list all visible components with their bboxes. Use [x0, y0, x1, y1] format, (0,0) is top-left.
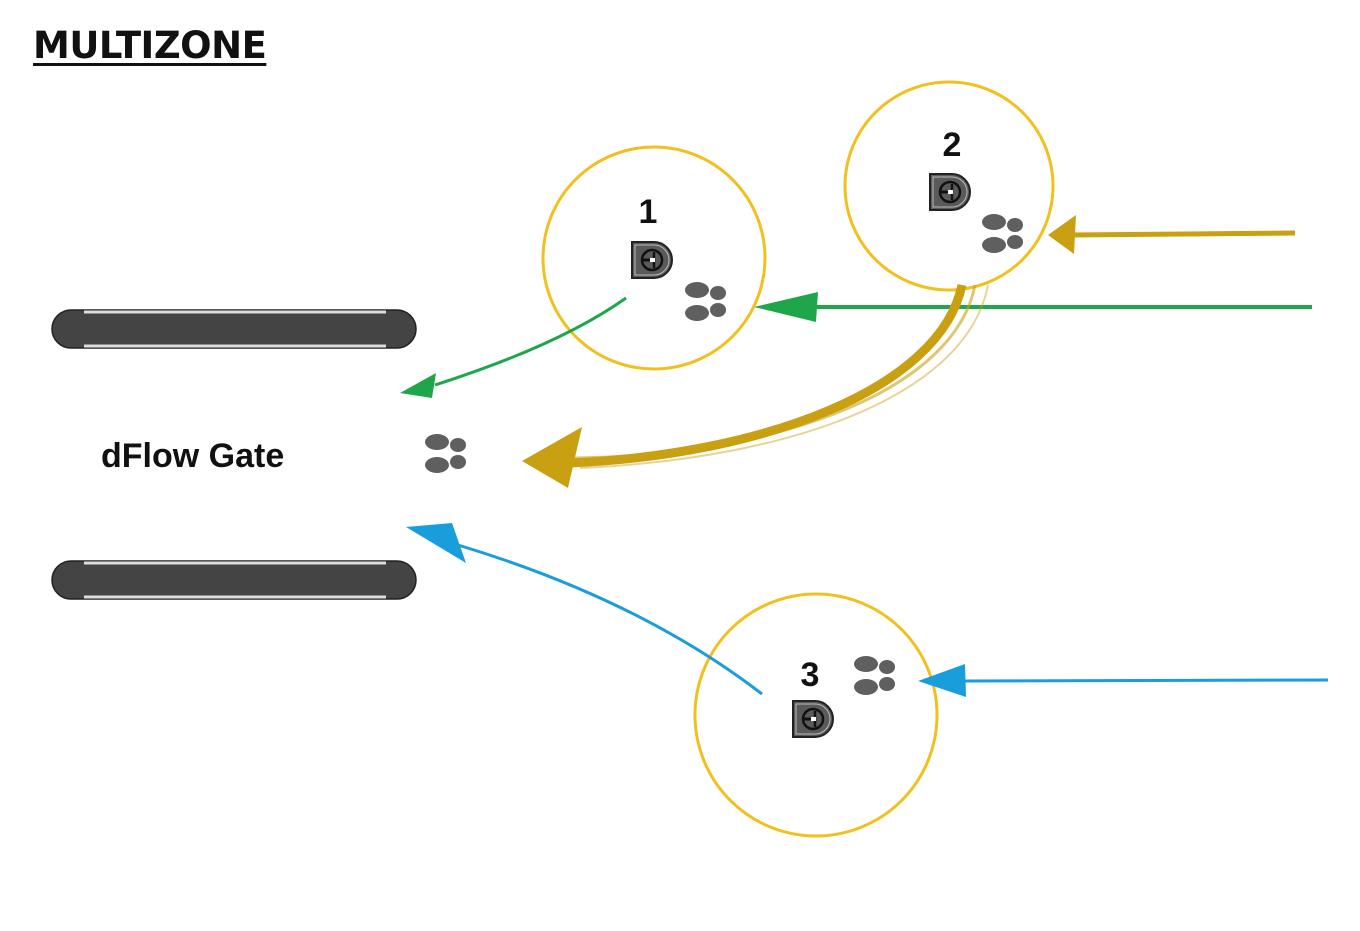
zone-2-footprints-icon	[982, 214, 1023, 253]
zone-2-exit-arrow	[522, 427, 582, 488]
zone-3-footprints-icon	[854, 656, 895, 695]
diagram-title: MULTIZONE	[33, 24, 267, 67]
gate-footprints-icon	[425, 434, 466, 473]
zone-3-path	[406, 523, 1329, 697]
zone-2-circle	[843, 80, 1055, 292]
zone-3-entry-arrow	[918, 664, 966, 697]
zone-3-number: 3	[800, 656, 820, 694]
zone-1-number: 1	[638, 193, 658, 231]
zone-1-entry-arrow	[754, 292, 818, 322]
zone-2-reader-icon	[928, 172, 972, 212]
zone-3-circle	[693, 592, 939, 838]
gate-label: dFlow Gate	[101, 437, 285, 475]
zone-1-exit-arrow	[400, 373, 436, 398]
gate-panel-bottom	[51, 560, 417, 600]
zone-2-path	[522, 215, 1296, 488]
zone-1-reader-icon	[630, 240, 674, 280]
zone-1-path	[400, 292, 1312, 398]
zone-2-number: 2	[942, 126, 962, 164]
zone-1-circle	[541, 145, 767, 371]
gate-panel-top	[51, 309, 417, 349]
zone-2-entry-arrow	[1048, 215, 1076, 254]
zone-3-reader-icon	[791, 699, 835, 739]
zone-3-exit-arrow	[406, 523, 466, 563]
zone-1-footprints-icon	[685, 282, 726, 321]
